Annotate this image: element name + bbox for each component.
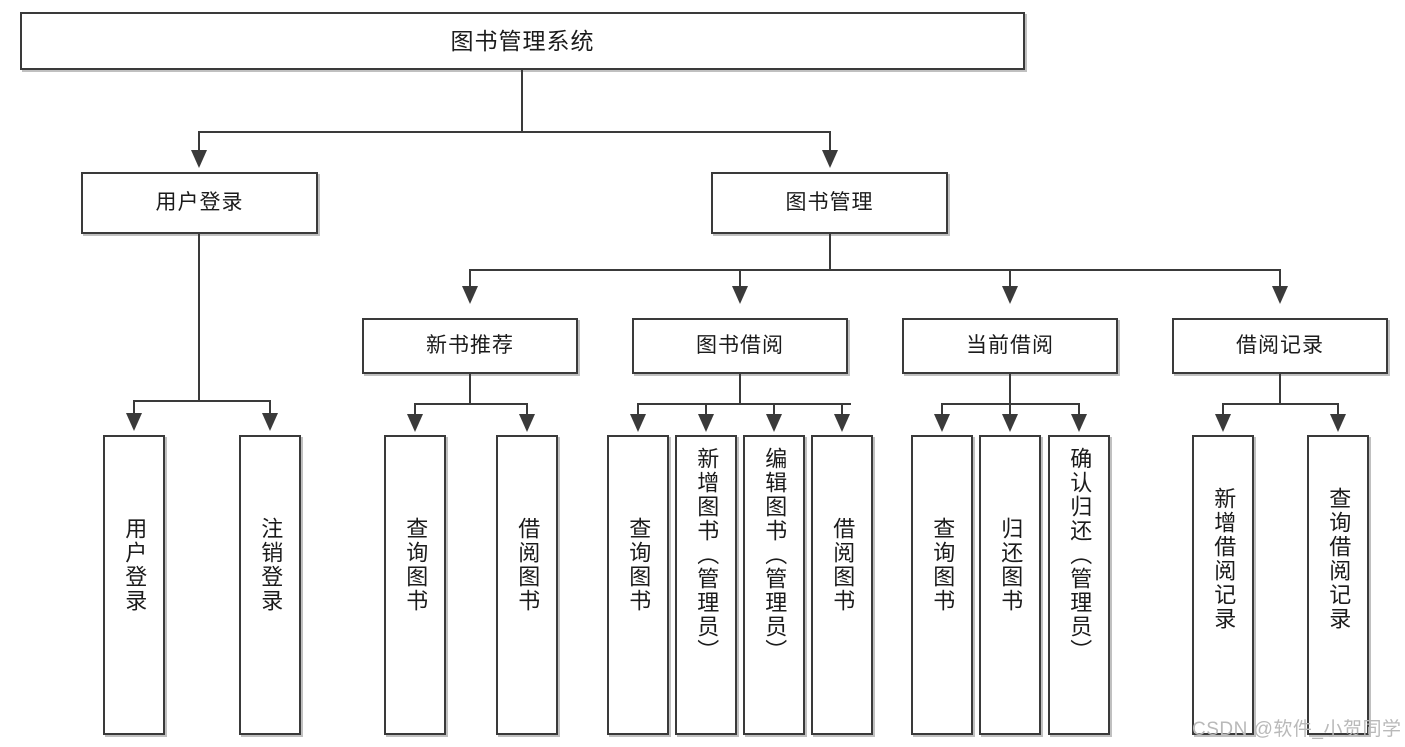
node-label: 用户登录	[155, 190, 244, 214]
arrowhead-root-to-bookmgmt	[822, 150, 838, 168]
connector-root-to-bookmgmt	[829, 131, 831, 153]
arrowhead-current-to-leaf2	[1002, 414, 1018, 432]
connector-borrow-bus	[637, 403, 851, 405]
connector-bookmgmt-to-l3-4	[1279, 269, 1281, 289]
leaf-add-book-admin[interactable]: 新增图书（管理员）	[675, 435, 737, 735]
leaf-confirm-return-admin[interactable]: 确认归还（管理员）	[1048, 435, 1110, 735]
leaf-search-book-borrow[interactable]: 查询图书	[607, 435, 669, 735]
leaf-search-book-current[interactable]: 查询图书	[911, 435, 973, 735]
connector-bookmgmt-to-l3-1	[469, 269, 471, 289]
arrowhead-bookmgmt-to-l3-1	[462, 286, 478, 304]
arrowhead-bookmgmt-to-l3-3	[1002, 286, 1018, 304]
connector-root-stem	[521, 70, 523, 132]
arrowhead-bookmgmt-to-l3-4	[1272, 286, 1288, 304]
connector-login-stem	[198, 234, 200, 401]
leaf-label: 新增图书（管理员）	[694, 447, 720, 663]
arrowhead-current-to-leaf3	[1071, 414, 1087, 432]
arrowhead-root-to-login	[191, 150, 207, 168]
arrowhead-login-to-leaf1	[126, 413, 142, 431]
arrowhead-bookmgmt-to-l3-2	[732, 286, 748, 304]
arrowhead-records-to-leaf1	[1215, 414, 1231, 432]
leaf-label: 查询图书	[626, 517, 652, 613]
arrowhead-records-to-leaf2	[1330, 414, 1346, 432]
node-book-management[interactable]: 图书管理	[711, 172, 948, 234]
leaf-label: 归还图书	[998, 517, 1024, 613]
connector-login-to-leaf2	[269, 400, 271, 416]
leaf-label: 查询图书	[930, 517, 956, 613]
leaf-label: 注销登录	[258, 517, 284, 613]
arrowhead-login-to-leaf2	[262, 413, 278, 431]
connector-borrow-to-leaf2	[705, 403, 707, 417]
connector-records-stem	[1279, 374, 1281, 404]
leaf-edit-book-admin[interactable]: 编辑图书（管理员）	[743, 435, 805, 735]
leaf-label: 编辑图书（管理员）	[762, 447, 788, 663]
node-label: 借阅记录	[1236, 333, 1324, 357]
connector-borrow-to-leaf1	[637, 403, 639, 417]
connector-bookmgmt-to-l3-3	[1009, 269, 1011, 289]
connector-borrow-to-leaf4	[841, 403, 843, 417]
node-label: 图书管理	[785, 190, 874, 214]
leaf-label: 用户登录	[122, 517, 148, 613]
connector-current-stem	[1009, 374, 1011, 404]
leaf-borrow-book-recommend[interactable]: 借阅图书	[496, 435, 558, 735]
connector-recommend-stem	[469, 374, 471, 404]
leaf-label: 借阅图书	[515, 517, 541, 613]
leaf-user-login[interactable]: 用户登录	[103, 435, 165, 735]
connector-login-to-leaf1	[133, 400, 135, 416]
leaf-label: 确认归还（管理员）	[1067, 447, 1093, 663]
leaf-label: 查询图书	[403, 517, 429, 613]
leaf-label: 新增借阅记录	[1211, 487, 1237, 631]
connector-recommend-to-leaf2	[526, 403, 528, 417]
arrowhead-borrow-to-leaf2	[698, 414, 714, 432]
watermark-text: CSDN @软件_小贺同学	[1192, 719, 1402, 740]
connector-bookmgmt-bus	[469, 269, 1281, 271]
arrowhead-borrow-to-leaf4	[834, 414, 850, 432]
node-label: 新书推荐	[426, 333, 514, 357]
connector-recommend-bus	[414, 403, 527, 405]
connector-records-to-leaf1	[1222, 403, 1224, 417]
connector-borrow-stem	[739, 374, 741, 404]
leaf-search-borrow-record[interactable]: 查询借阅记录	[1307, 435, 1369, 735]
node-user-login[interactable]: 用户登录	[81, 172, 318, 234]
node-label: 当前借阅	[966, 333, 1054, 357]
connector-bookmgmt-stem	[829, 234, 831, 270]
node-current-borrow[interactable]: 当前借阅	[902, 318, 1118, 374]
leaf-return-book[interactable]: 归还图书	[979, 435, 1041, 735]
leaf-label: 借阅图书	[830, 517, 856, 613]
connector-root-to-login	[198, 131, 200, 153]
connector-borrow-to-leaf3	[773, 403, 775, 417]
connector-records-bus	[1222, 403, 1339, 405]
arrowhead-borrow-to-leaf1	[630, 414, 646, 432]
leaf-add-borrow-record[interactable]: 新增借阅记录	[1192, 435, 1254, 735]
connector-bookmgmt-to-l3-2	[739, 269, 741, 289]
connector-current-to-leaf1	[941, 403, 943, 417]
arrowhead-recommend-to-leaf1	[407, 414, 423, 432]
leaf-logout[interactable]: 注销登录	[239, 435, 301, 735]
arrowhead-recommend-to-leaf2	[519, 414, 535, 432]
arrowhead-borrow-to-leaf3	[766, 414, 782, 432]
leaf-borrow-book[interactable]: 借阅图书	[811, 435, 873, 735]
node-label: 图书管理系统	[450, 27, 595, 54]
node-borrow-records[interactable]: 借阅记录	[1172, 318, 1388, 374]
leaf-search-book-recommend[interactable]: 查询图书	[384, 435, 446, 735]
connector-records-to-leaf2	[1337, 403, 1339, 417]
connector-root-bus	[198, 131, 831, 133]
connector-current-to-leaf2	[1009, 403, 1011, 417]
node-label: 图书借阅	[696, 333, 784, 357]
node-root-system[interactable]: 图书管理系统	[20, 12, 1025, 70]
node-book-borrow[interactable]: 图书借阅	[632, 318, 848, 374]
connector-login-bus	[133, 400, 270, 402]
node-new-book-recommend[interactable]: 新书推荐	[362, 318, 578, 374]
leaf-label: 查询借阅记录	[1326, 487, 1352, 631]
connector-recommend-to-leaf1	[414, 403, 416, 417]
connector-current-to-leaf3	[1078, 403, 1080, 417]
arrowhead-current-to-leaf1	[934, 414, 950, 432]
